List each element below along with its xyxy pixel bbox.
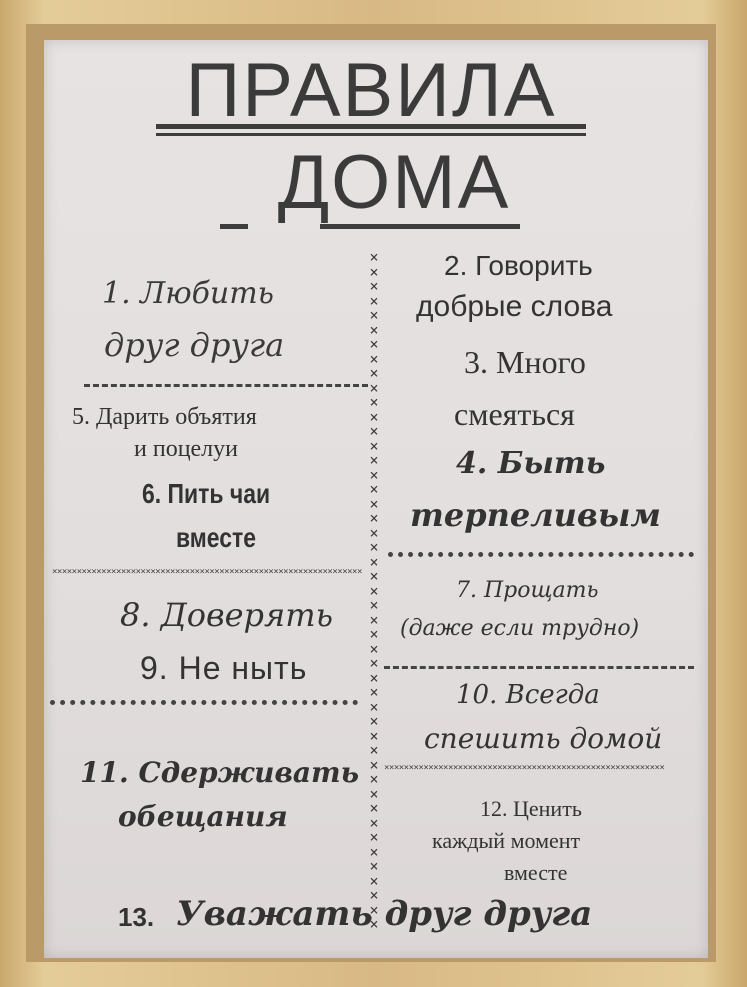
rule-8: 8. Доверять [120, 596, 333, 634]
dotted-divider-right [388, 552, 694, 557]
title-underline-1b [156, 133, 586, 136]
rule-3-line-2: смеяться [454, 396, 575, 432]
title-line-2: ДОМА [277, 140, 511, 225]
dashed-divider-right [384, 666, 694, 669]
title-underline-1 [156, 124, 586, 129]
title-underline-2 [220, 224, 248, 229]
rule-13-text: Уважать друг друга [176, 894, 593, 934]
rule-1-line-2: друг друга [104, 326, 285, 364]
rule-6-line-2: вместе [176, 522, 257, 553]
rule-11-line-2: обещания [118, 800, 288, 833]
rule-2-line-2: добрые слова [416, 290, 613, 323]
rule-7-line-1: 7. Прощать [456, 578, 599, 603]
rule-5-line-2: и поцелуи [134, 436, 239, 462]
rule-7-line-2: (даже если трудно) [400, 616, 640, 641]
cross-stitch-divider-left: ××××××××××××××××××××××××××××××××××××××××… [52, 567, 362, 577]
cross-stitch-divider-right: ××××××××××××××××××××××××××××××××××××××××… [384, 763, 665, 773]
rule-3-line-1: 3. Много [464, 344, 586, 380]
title-line-1: ПРАВИЛА [185, 48, 557, 133]
rule-12-line-1: 12. Ценить [480, 796, 582, 821]
rule-13-number: 13. [118, 902, 155, 932]
rule-12-line-3: вместе [504, 860, 568, 885]
rule-1-line-1: 1. Любить [102, 276, 275, 311]
dashed-divider-left [84, 384, 368, 387]
rule-4-line-2: терпеливым [410, 496, 661, 534]
rule-10-line-1: 10. Всегда [456, 680, 600, 710]
rule-9: 9. Не ныть [140, 650, 308, 686]
title-underline-2b [320, 224, 520, 229]
rule-6-line-1: 6. Пить чаи [142, 478, 271, 509]
rule-5-line-1: 5. Дарить объятия [72, 404, 257, 430]
rule-2-line-1: 2. Говорить [444, 250, 593, 281]
rule-10-line-2: спешить домой [424, 722, 663, 755]
house-rules-poster: ПРАВИЛА ДОМА ×××××××××××××××××××××××××××… [44, 40, 708, 958]
dotted-divider-left [50, 700, 358, 705]
rule-12-line-2: каждый момент [432, 828, 581, 853]
rule-11-line-1: 11. Сдерживать [80, 756, 360, 789]
rule-4-line-1: 4. Быть [456, 446, 606, 481]
vertical-cross-divider: ××××××××××××××××××××××××××××××××××××××××… [369, 250, 379, 930]
